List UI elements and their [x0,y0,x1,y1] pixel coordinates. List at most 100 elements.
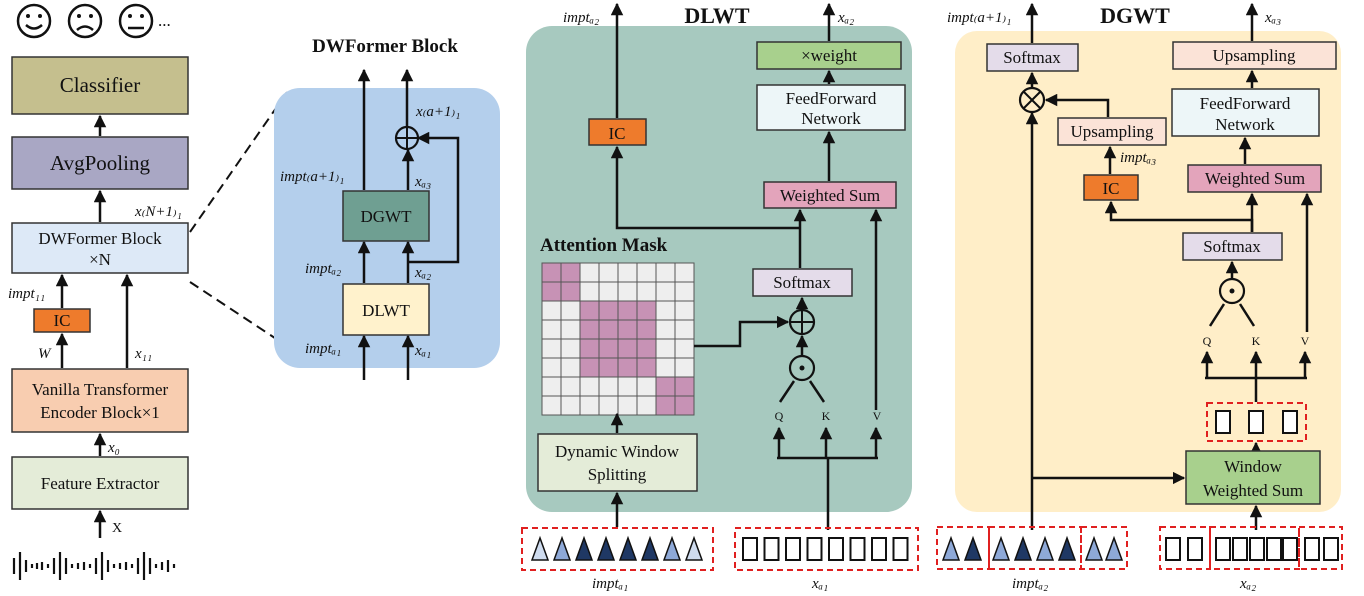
x-token [1282,537,1298,561]
dgwt-x-group-2 [1209,526,1300,570]
mask-cell [674,319,695,340]
waveform-icon [12,552,176,580]
impt-token [1084,535,1104,561]
mask-cell [655,281,676,302]
dlwt-weighted-sum-label: Weighted Sum [780,186,880,205]
dgwt-block-label: DGWT [361,207,413,226]
x-token [1304,537,1320,561]
dlwt-out-x: xₐ₂ [837,10,854,26]
vanilla-label-2: Encoder Block×1 [40,403,160,422]
mask-cell [579,338,600,359]
x-token [828,537,844,561]
dgwt-softmax-box [1182,232,1283,261]
mask-cell [636,300,657,321]
mask-cell [674,262,695,283]
impt-token [640,535,660,561]
mask-cell [636,262,657,283]
mask-cell [579,281,600,302]
x-token [1249,537,1265,561]
dlwt-v: V [873,409,882,423]
x0-label: x₀ [107,440,120,456]
mask-cell [560,300,581,321]
dgwt-q: Q [1203,334,1212,348]
mask-cell [560,262,581,283]
dgwt-softmax-top-box [986,43,1079,72]
mask-cell [674,338,695,359]
x-token [806,537,823,561]
mask-cell [541,262,562,283]
dgwt-upsampling-mid-box [1057,117,1167,146]
dgwt-ffn-label-1: FeedForward [1200,94,1291,113]
x-token [742,537,758,561]
mask-cell [560,338,581,359]
sad-face-icon [67,3,103,39]
emotion-icons: ... [16,3,171,39]
mask-cell [579,395,600,416]
mask-cell [617,395,638,416]
dlwt-weighted-sum-box [763,181,897,209]
dws-label-2: Splitting [588,465,647,484]
add-circle-block [394,125,420,151]
impt-token [662,535,682,561]
mask-cell [674,395,695,416]
dgwt-block-box [342,190,430,242]
x-token [1232,537,1248,561]
dgwt-softmax-top-label: Softmax [1003,48,1061,67]
mask-cell [541,357,562,378]
dgwt-impt-group-3 [1080,526,1128,570]
x-token [849,537,866,561]
classifier-label: Classifier [60,73,140,97]
happy-face-icon [16,3,52,39]
dlwt-softmax-box [752,268,853,297]
impt-token [991,535,1011,561]
impt-token [1057,535,1077,561]
dynamic-window-splitting-box [537,433,698,492]
mask-cell [617,300,638,321]
impt-token [618,535,638,561]
dlwt-softmax-label: Softmax [773,273,831,292]
dlwt-impt-input-group [521,527,714,571]
dgwt-impt-tokens [941,535,1124,561]
mask-cell [617,281,638,302]
mask-cell [636,319,657,340]
dgwt-out-impt: impt₍a+1₎₁ [947,10,1011,26]
dwformer-block-label: DWFormer Block [38,229,162,248]
impt-a11-block: impt₍a+1₎₁ [280,169,344,185]
window-weighted-sum-box [1185,450,1321,505]
dgwt-window-tokens-group [1206,402,1307,442]
impt-token [1035,535,1055,561]
dlwt-impt-tokens [530,535,704,561]
emoji-ellipsis: ... [158,11,171,30]
mask-cell [636,338,657,359]
impt11-label: impt₁₁ [8,286,45,302]
mask-cell [579,319,600,340]
x-token [1165,537,1181,561]
mask-cell [560,357,581,378]
dgwt-softmax-label: Softmax [1203,237,1261,256]
dgwt-dot-circle [1218,277,1246,305]
dlwt-in-x: xₐ₁ [811,576,828,592]
feature-extractor-box [11,456,189,510]
impt-token [574,535,594,561]
dgwt-impt-group-1 [936,526,990,570]
dlwt-in-impt: imptₐ₁ [592,576,628,592]
mask-cell [541,319,562,340]
ic-box-left [33,308,91,333]
mask-cell [655,300,676,321]
x-token [1266,537,1282,561]
dgwt-in-impt: imptₐ₂ [1012,576,1048,592]
wws-label-1: Window [1224,457,1283,476]
x-a11-block: x₍a+1₎₁ [415,104,460,120]
dlwt-add-circle [788,308,816,336]
classifier-box [11,56,189,115]
impt-token [941,535,961,561]
mask-cell [674,281,695,302]
impt-a2-block: imptₐ₂ [305,261,341,277]
mask-cell [636,395,657,416]
mask-cell [579,262,600,283]
zoom-line-bottom [189,281,291,349]
mask-cell [598,338,619,359]
dlwt-title: DLWT [684,3,750,28]
dgwt-upsampling-top-box [1172,41,1337,70]
